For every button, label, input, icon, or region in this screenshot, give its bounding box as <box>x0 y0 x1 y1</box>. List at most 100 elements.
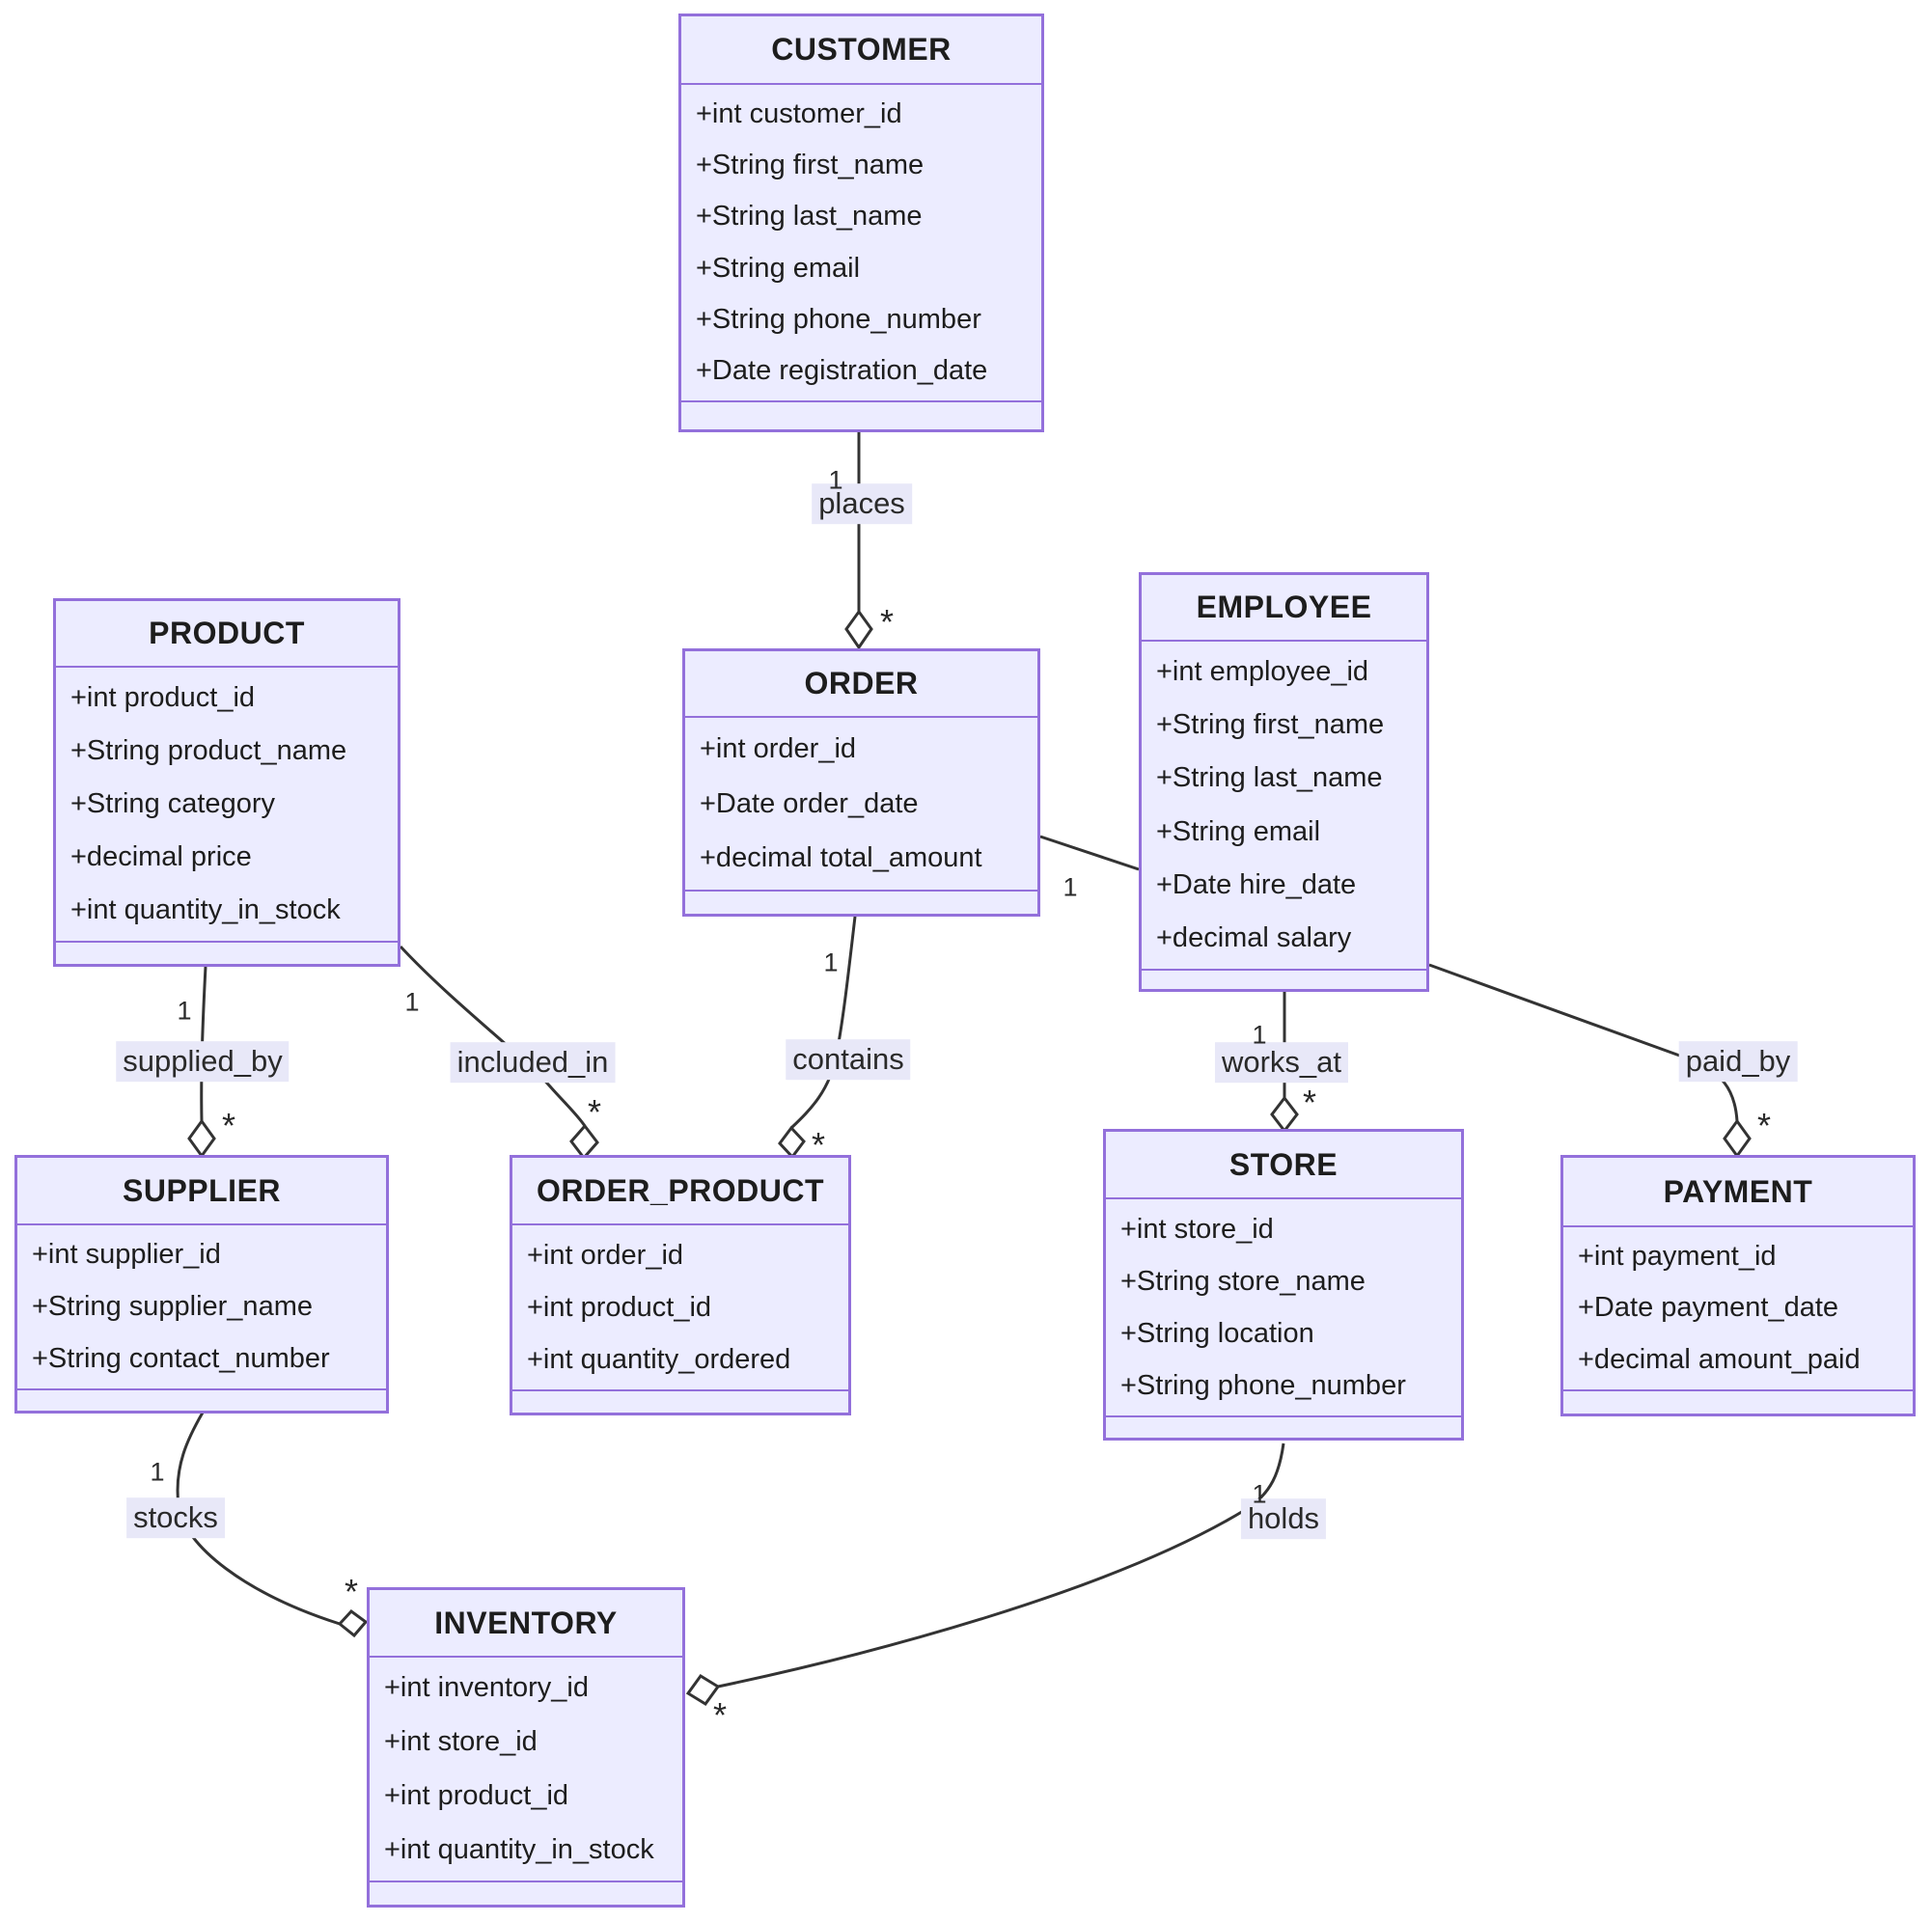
attribute: +String store_name <box>1120 1265 1366 1297</box>
attribute: +int payment_id <box>1578 1241 1777 1273</box>
class-order-product: ORDER_PRODUCT +int order_id +int product… <box>510 1155 851 1415</box>
edge-holds <box>717 1442 1285 1689</box>
attribute: +String phone_number <box>696 303 981 335</box>
class-order-product-methods-empty <box>512 1391 848 1413</box>
attribute: +int inventory_id <box>384 1672 589 1704</box>
multiplicity-holds-to: * <box>712 1695 728 1736</box>
class-product: PRODUCT +int product_id +String product_… <box>53 598 400 967</box>
class-order-attributes: +int order_id +Date order_date +decimal … <box>685 718 1037 892</box>
multiplicity-places-from: 1 <box>828 465 843 495</box>
class-product-methods-empty <box>56 943 398 964</box>
multiplicity-supplied-by-to: * <box>221 1106 236 1146</box>
class-supplier-attributes: +int supplier_id +String supplier_name +… <box>17 1225 386 1390</box>
attribute: +String last_name <box>696 201 923 233</box>
aggregation-diamond-stocks <box>337 1608 369 1638</box>
attribute: +int product_id <box>527 1291 712 1323</box>
class-order-title: ORDER <box>685 651 1037 718</box>
class-payment-attributes: +int payment_id +Date payment_date +deci… <box>1563 1227 1913 1391</box>
attribute: +int store_id <box>1120 1213 1274 1245</box>
class-order-methods-empty <box>685 892 1037 914</box>
attribute: +decimal total_amount <box>700 842 982 874</box>
multiplicity-stocks-to: * <box>344 1572 359 1612</box>
class-employee-title: EMPLOYEE <box>1142 575 1426 642</box>
attribute: +String phone_number <box>1120 1369 1406 1401</box>
class-payment: PAYMENT +int payment_id +Date payment_da… <box>1560 1155 1916 1416</box>
class-product-title: PRODUCT <box>56 601 398 668</box>
attribute: +int product_id <box>70 682 256 713</box>
aggregation-diamond-works-at <box>1270 1095 1299 1134</box>
class-employee-attributes: +int employee_id +String first_name +Str… <box>1142 642 1426 971</box>
attribute: +int product_id <box>384 1779 569 1811</box>
attribute: +int quantity_in_stock <box>384 1833 654 1865</box>
attribute: +Date payment_date <box>1578 1292 1839 1324</box>
multiplicity-contains-from: 1 <box>823 947 839 977</box>
multiplicity-works-at-from: 1 <box>1252 1020 1267 1050</box>
attribute: +int store_id <box>384 1726 538 1758</box>
attribute: +decimal salary <box>1156 921 1352 953</box>
attribute: +int employee_id <box>1156 656 1369 688</box>
class-payment-methods-empty <box>1563 1391 1913 1414</box>
class-order-product-title: ORDER_PRODUCT <box>512 1158 848 1225</box>
attribute: +String first_name <box>1156 709 1385 741</box>
attribute: +decimal price <box>70 841 252 872</box>
attribute: +String email <box>1156 815 1321 847</box>
edge-label-stocks: stocks <box>126 1497 225 1538</box>
edge-label-paid-by: paid_by <box>1678 1041 1798 1082</box>
attribute: +String category <box>70 788 275 819</box>
attribute: +int quantity_in_stock <box>70 894 341 925</box>
attribute: +int quantity_ordered <box>527 1343 791 1375</box>
class-inventory: INVENTORY +int inventory_id +int store_i… <box>367 1587 685 1908</box>
multiplicity-supplied-by-from: 1 <box>177 996 192 1026</box>
class-product-attributes: +int product_id +String product_name +St… <box>56 668 398 943</box>
multiplicity-included-in-from: 1 <box>404 987 420 1017</box>
multiplicity-order-employee: 1 <box>1063 872 1078 902</box>
class-customer-attributes: +int customer_id +String first_name +Str… <box>681 85 1041 402</box>
attribute: +Date hire_date <box>1156 868 1357 900</box>
class-supplier: SUPPLIER +int supplier_id +String suppli… <box>14 1155 389 1414</box>
multiplicity-holds-from: 1 <box>1252 1479 1267 1509</box>
attribute: +Date order_date <box>700 787 919 819</box>
class-order-product-attributes: +int order_id +int product_id +int quant… <box>512 1225 848 1391</box>
class-inventory-title: INVENTORY <box>370 1590 682 1658</box>
attribute: +int supplier_id <box>32 1239 221 1271</box>
edge-label-places: places <box>812 483 912 524</box>
attribute: +String email <box>696 252 861 284</box>
class-store: STORE +int store_id +String store_name +… <box>1103 1129 1464 1441</box>
class-supplier-methods-empty <box>17 1390 386 1411</box>
multiplicity-contains-to: * <box>811 1125 826 1166</box>
attribute: +int customer_id <box>696 98 902 130</box>
attribute: +int order_id <box>527 1239 684 1271</box>
multiplicity-stocks-from: 1 <box>150 1457 165 1487</box>
class-supplier-title: SUPPLIER <box>17 1158 386 1225</box>
attribute: +Date registration_date <box>696 354 988 386</box>
multiplicity-included-in-to: * <box>587 1092 602 1133</box>
edge-label-works-at: works_at <box>1214 1042 1349 1083</box>
attribute: +String last_name <box>1156 762 1383 794</box>
attribute: +String contact_number <box>32 1342 330 1374</box>
edge-label-supplied-by: supplied_by <box>116 1041 290 1082</box>
attribute: +String product_name <box>70 735 347 766</box>
aggregation-diamond-supplied-by <box>187 1118 216 1159</box>
class-payment-title: PAYMENT <box>1563 1158 1913 1227</box>
multiplicity-works-at-to: * <box>1302 1083 1317 1123</box>
edge-order-employee <box>1039 835 1140 871</box>
attribute: +int order_id <box>700 732 857 764</box>
attribute: +String supplier_name <box>32 1291 313 1322</box>
class-customer-title: CUSTOMER <box>681 16 1041 85</box>
attribute: +String first_name <box>696 150 925 181</box>
class-customer-methods-empty <box>681 402 1041 429</box>
edge-included-in <box>399 945 587 1127</box>
class-customer: CUSTOMER +int customer_id +String first_… <box>678 14 1044 432</box>
class-employee: EMPLOYEE +int employee_id +String first_… <box>1139 572 1429 992</box>
edge-label-included-in: included_in <box>450 1042 616 1083</box>
class-inventory-attributes: +int inventory_id +int store_id +int pro… <box>370 1658 682 1882</box>
attribute: +decimal amount_paid <box>1578 1343 1861 1375</box>
class-employee-methods-empty <box>1142 971 1426 989</box>
aggregation-diamond-contains <box>778 1125 806 1160</box>
class-order: ORDER +int order_id +Date order_date +de… <box>682 648 1040 917</box>
class-store-methods-empty <box>1106 1417 1461 1438</box>
multiplicity-places-to: * <box>879 602 895 643</box>
edge-label-holds: holds <box>1240 1498 1327 1539</box>
class-store-title: STORE <box>1106 1132 1461 1199</box>
